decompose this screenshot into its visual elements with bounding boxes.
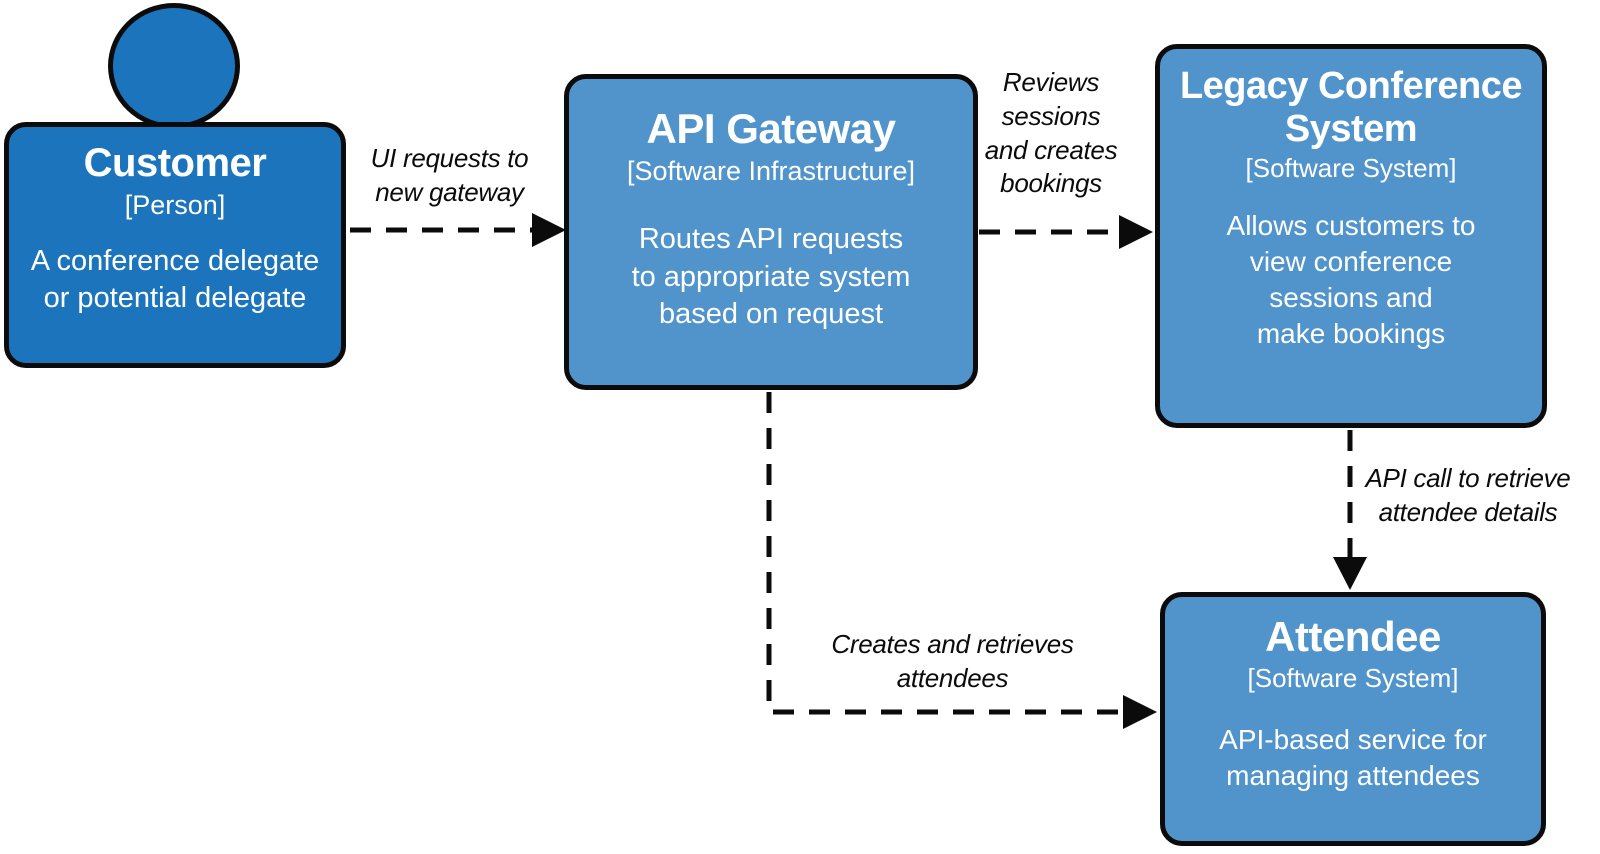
node-customer-type-label: [Person] [124, 189, 226, 220]
node-legacy-title: Legacy Conference System [1179, 65, 1523, 150]
edge-label-reviews-sessions: Reviews sessions and creates bookings [984, 67, 1118, 199]
node-api-gateway-description: Routes API requests to appropriate syste… [631, 223, 911, 330]
edge-label-ui-requests: UI requests to new gateway [370, 143, 529, 207]
node-legacy-description: Allows customers to view conference sess… [1226, 210, 1476, 349]
edge-legacy-system-to-attendee [1333, 430, 1367, 590]
edge-customer-to-api-gateway [350, 213, 566, 247]
node-customer-description: A conference delegate or potential deleg… [30, 245, 320, 315]
node-legacy-type-label: [Software System] [1245, 153, 1457, 184]
node-api-gateway-type-label: [Software Infrastructure] [626, 156, 916, 187]
edge-api-gateway-to-attendee [766, 392, 1157, 729]
person-head-icon [108, 3, 240, 129]
node-customer-title: Customer [83, 141, 267, 185]
node-api-gateway-title: API Gateway [646, 105, 896, 152]
node-attendee-type-label: [Software System] [1247, 663, 1459, 694]
edge-api-gateway-to-legacy-system [979, 215, 1153, 249]
node-legacy-conference-system: Legacy Conference System [Software Syste… [1155, 44, 1547, 428]
edge-label-creates-retrieves: Creates and retrieves attendees [831, 629, 1074, 693]
node-attendee-title: Attendee [1265, 613, 1441, 660]
edge-label-api-call-retrieve: API call to retrieve attendee details [1365, 463, 1571, 527]
node-attendee: Attendee [Software System] API-based ser… [1160, 592, 1546, 846]
node-customer: Customer [Person] A conference delegate … [4, 122, 346, 368]
node-api-gateway: API Gateway [Software Infrastructure] Ro… [564, 74, 978, 390]
node-attendee-description: API-based service for managing attendees [1219, 724, 1487, 792]
